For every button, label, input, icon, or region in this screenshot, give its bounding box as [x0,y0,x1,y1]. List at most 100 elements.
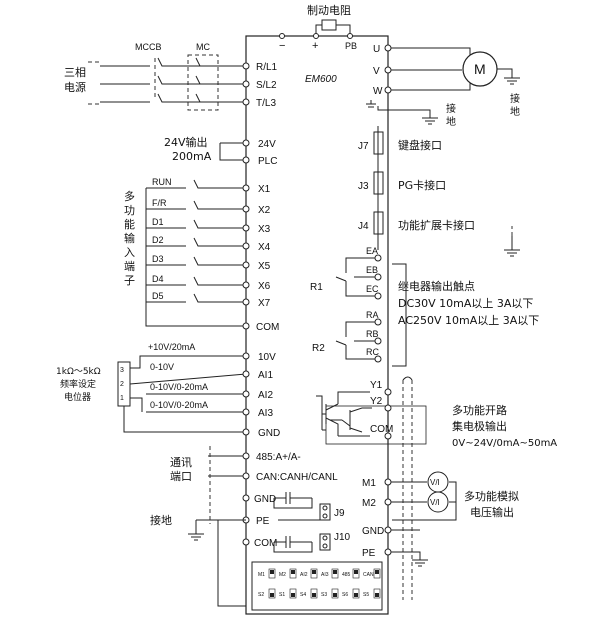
terminal-gnd [242,428,250,436]
input-signal-d3-label: D3 [152,254,164,264]
terminal-eb-label: EB [366,265,378,275]
terminal-ao-gnd-label: GND [362,526,384,537]
supply-bracket [88,61,100,105]
terminal-oc-com-label: COM [370,424,393,435]
terminal-x6-label: X6 [258,281,271,292]
input-signal-d2-label: D2 [152,235,164,245]
mc-label: MC [196,42,210,52]
digital-inputs-caption: 多 功 能 输 入 端 子 [124,189,139,287]
inverter-ground-label: 接 地 [446,102,459,128]
terminal-x4 [242,242,250,250]
three-phase-supply-label: 三相 电源 [64,66,90,94]
terminal-ai1-label: AI1 [258,370,273,381]
connector-j7-label: J7 [358,141,369,152]
terminal-gnd-bottom [242,494,250,502]
meter-label-1: V/I [430,478,440,487]
braking-resistor [279,19,353,39]
pe-to-panel [217,520,246,607]
input-signal-fr-label: F/R [152,198,167,208]
terminal-ao-m1 [384,478,392,486]
terminal-ra-label: RA [366,310,379,320]
terminal-r-label: R/L1 [256,62,278,73]
comm-port-caption: 通讯 端口 [170,456,196,483]
input-signal-run-label: RUN [152,177,172,187]
switch-label-can: CAN [363,572,374,578]
terminal-x5 [242,261,250,269]
inverter-ground-icon [377,106,438,125]
switch-knob-ai2 [312,570,316,574]
potentiometer-wiring [123,355,247,433]
terminal-ao-pe [384,548,392,556]
connector-j7-description: 键盘接口 [398,138,442,152]
terminal-24v [242,139,250,147]
open-collector-caption-1: 多功能开路 [452,403,507,417]
switch-label-s3: S3 [321,592,327,598]
supply-24v-note: 24V输出 200mA [164,135,212,163]
relay-caption-3: AC250V 10mA以上 3A以下 [398,314,539,327]
inverter-body [245,35,389,615]
terminal-ai2-label: AI2 [258,390,273,401]
switch-label-s6: S6 [342,592,348,598]
analog-output-caption-1: 多功能模拟 [464,489,519,503]
terminal-ao-m1-label: M1 [362,478,376,489]
pb-label: PB [345,41,357,51]
relay-r2-label: R2 [312,343,325,354]
dc-plus-label: + [312,40,318,52]
connector-j3-label: J3 [358,181,369,192]
terminal-x7-label: X7 [258,298,271,309]
terminal-ai2 [242,390,250,398]
terminal-oc-com [384,432,392,440]
analog-output-caption-2: 电压输出 [470,505,514,519]
terminal-plc-label: PLC [258,156,277,167]
terminal-gnd-label: GND [254,494,276,505]
potentiometer-note: 1kΩ～5kΩ 频率设定 电位器 [56,367,104,403]
meter-label-2: V/I [430,498,440,507]
terminal-ai1 [242,370,250,378]
braking-resistor-label: 制动电阻 [307,4,351,17]
terminal-ea-label: EA [366,246,378,256]
terminal-com [242,322,250,330]
terminal-w-label: W [373,86,383,97]
terminal-x2 [242,205,250,213]
terminal-ao-m2-label: M2 [362,498,376,509]
switch-label-s5: S5 [363,592,369,598]
connector-j4-label: J4 [358,221,369,232]
switch-knob-s4 [312,593,316,597]
motor-ground-icon [497,68,520,85]
terminal-oc-y2 [384,404,392,412]
terminal-ao-gnd [384,526,392,534]
terminal-pe-label: PE [256,516,270,527]
switch-label-485: 485 [342,572,351,578]
mc-contactor-box [187,54,219,111]
terminal-ao-m2 [384,498,392,506]
input-switch-d1 [146,219,246,229]
terminal-x4-label: X4 [258,242,271,253]
terminal-ao-pe-label: PE [362,548,376,559]
comm-wiring [208,455,246,477]
power-input-lines [100,57,246,103]
pot-pin-1: 1 [120,395,124,402]
switch-knob-s1 [291,593,295,597]
power-terminals [242,62,250,106]
ai2-signal-label: 0-10V/0-20mA [150,382,208,392]
terminal-gnd-label: GND [258,428,280,439]
terminal-ec-label: EC [366,284,379,294]
pe-earth-icon [188,519,246,541]
input-switch-d5 [146,293,246,303]
supply-24v-bridge [219,142,246,161]
terminal-oc-y1-label: Y1 [370,380,383,391]
relay-r2-contacts [335,321,375,360]
terminal-10v-label: 10V [258,352,276,363]
pe-ground-icon [366,100,376,108]
switch-label-m2: M2 [279,572,286,578]
connector-j3-description: PG卡接口 [398,179,446,192]
terminal-ai3 [242,408,250,416]
jumper-j10-label: J10 [334,532,351,543]
switch-knob-m1 [270,570,274,574]
ao-ground-icon [391,529,428,567]
terminal-24v-label: 24V [258,139,276,150]
switch-label-m1: M1 [258,572,265,578]
switch-label-s4: S4 [300,592,306,598]
output-terminals [384,44,471,94]
terminal-v-label: V [373,66,380,77]
